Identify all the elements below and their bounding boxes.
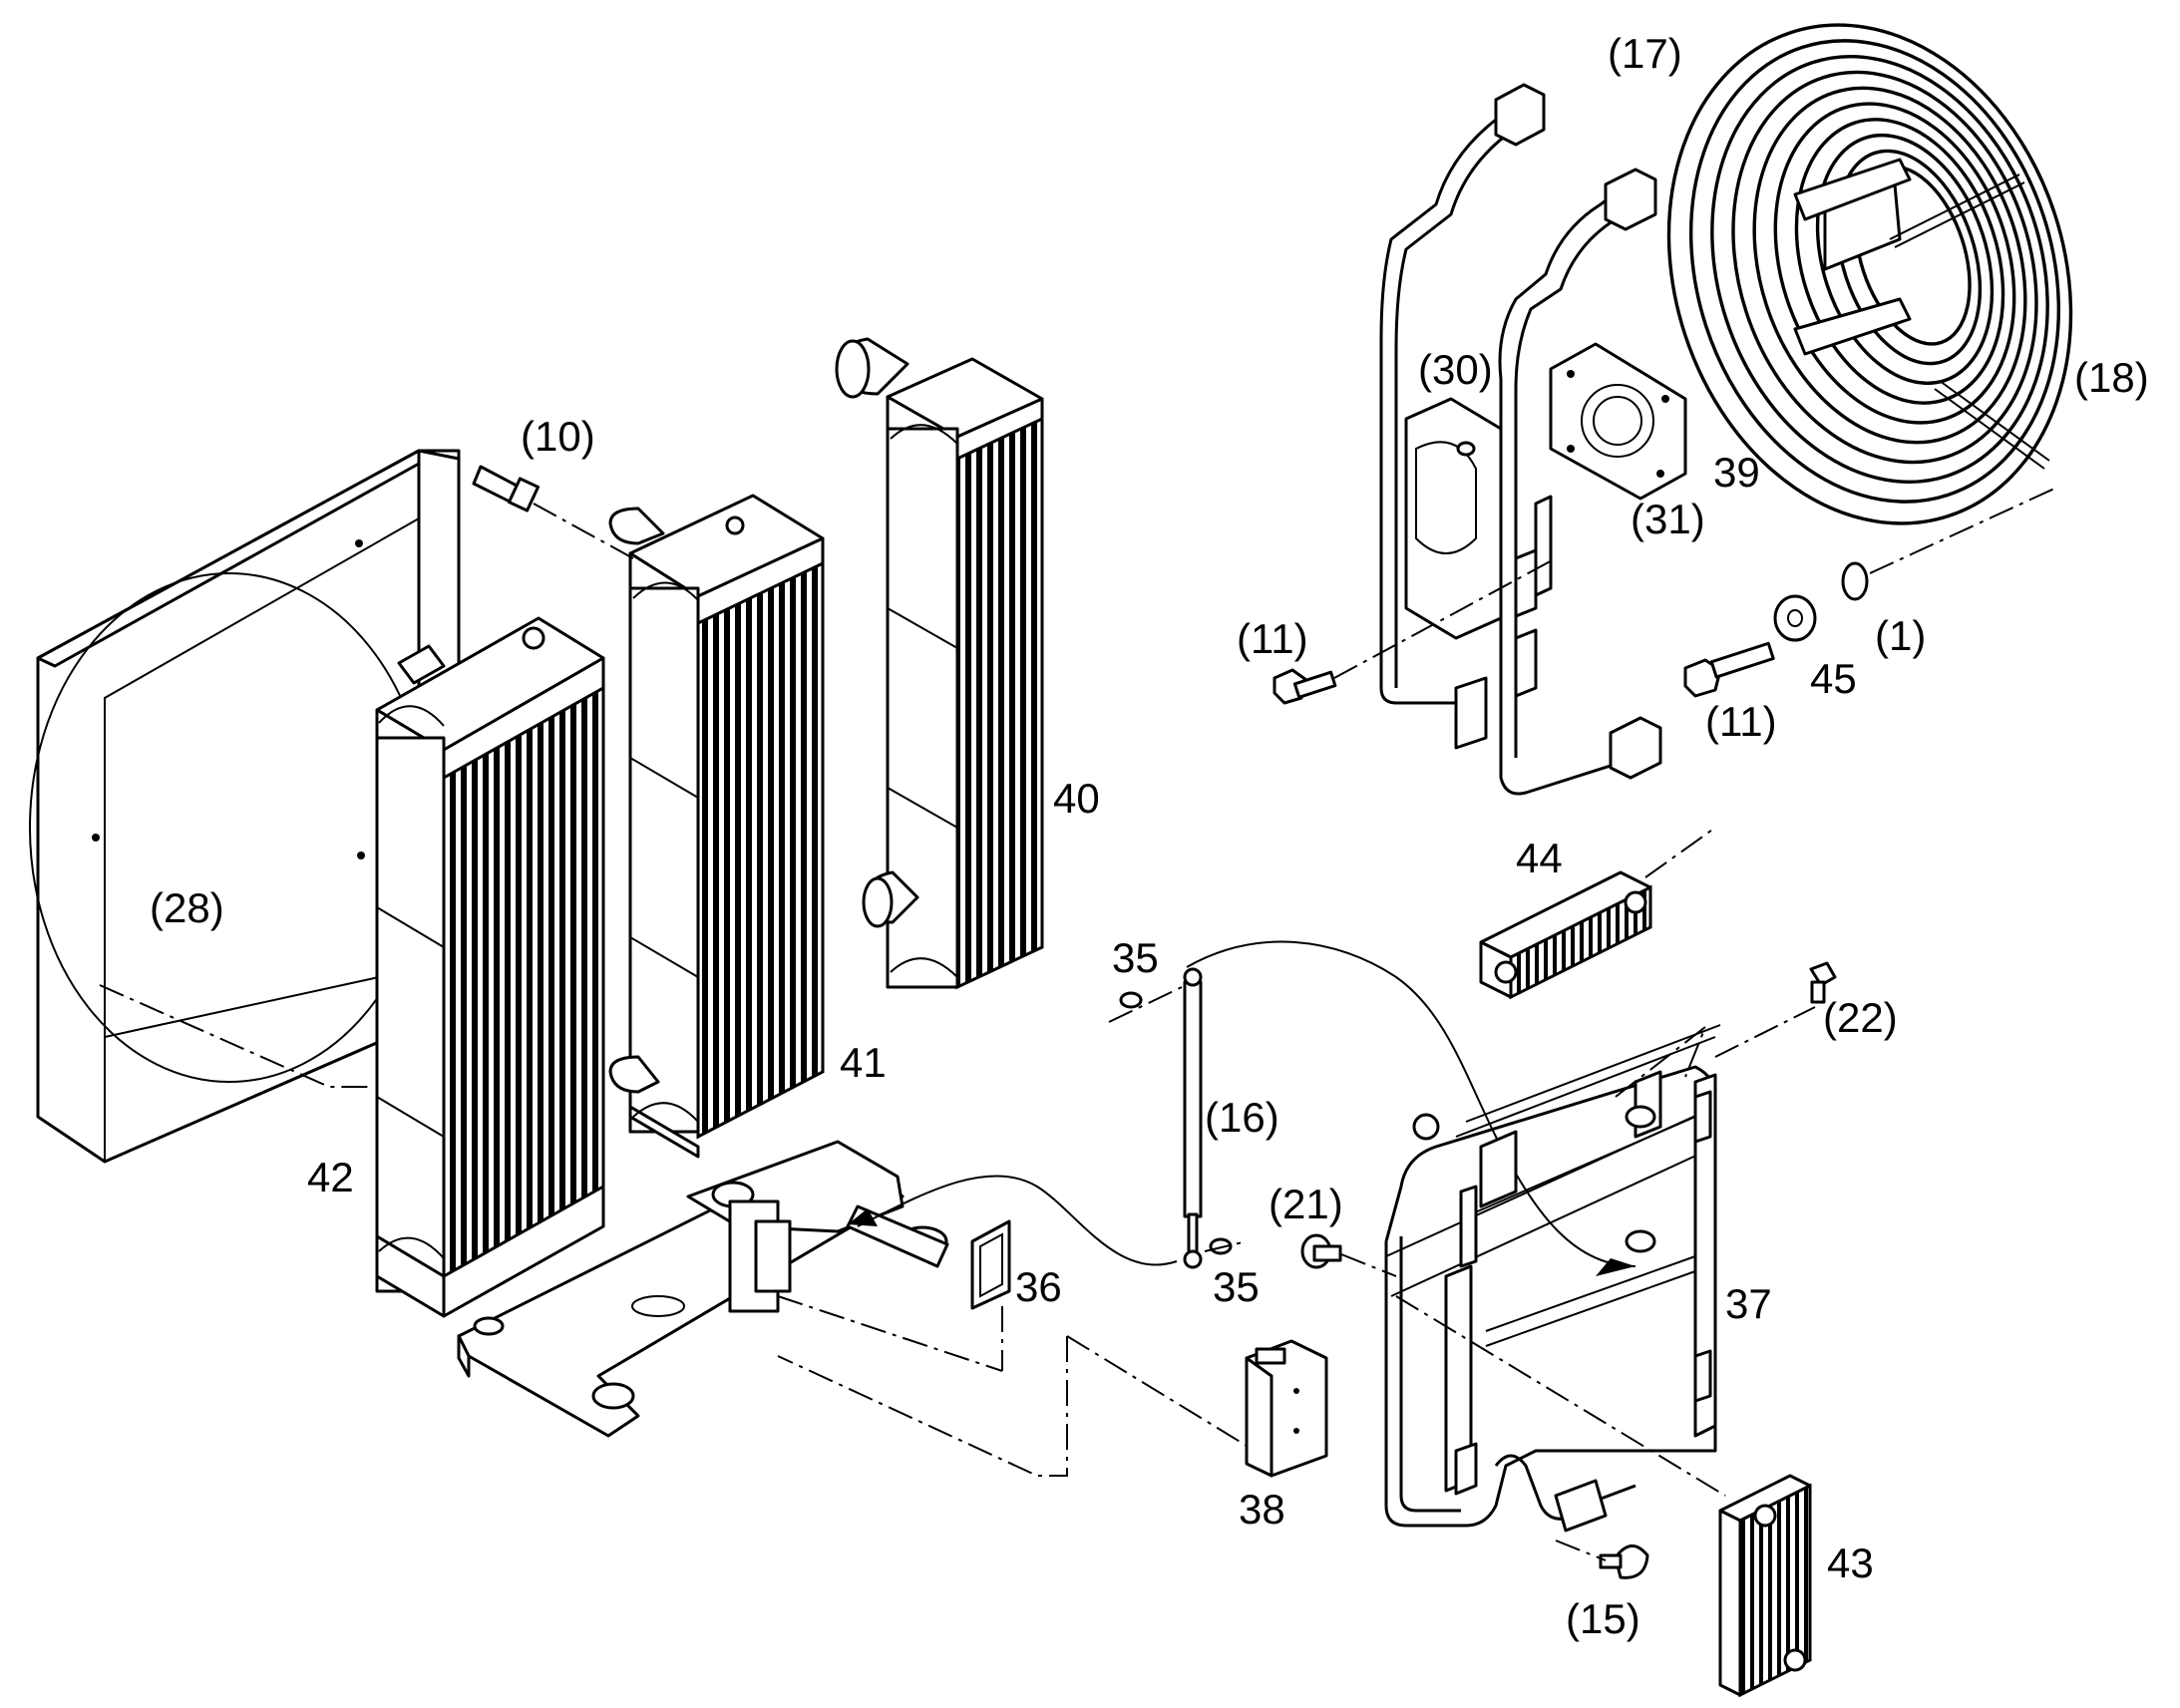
callout-11-left: (11) xyxy=(1237,615,1308,662)
bolt-11-left xyxy=(1272,557,1557,705)
callout-21: (21) xyxy=(1269,1181,1343,1227)
flange-plate-39 xyxy=(1549,342,1687,501)
callout-45: 45 xyxy=(1810,655,1857,702)
callout-18: (18) xyxy=(2074,354,2149,401)
callout-22: (22) xyxy=(1823,994,1898,1041)
fan-guard xyxy=(1666,23,2073,525)
callout-16: (16) xyxy=(1205,1094,1279,1141)
knob-15 xyxy=(1555,1539,1649,1579)
oil-cooler-44 xyxy=(1479,827,1716,1000)
fitting-10 xyxy=(472,465,634,559)
callout-1: (1) xyxy=(1875,612,1926,659)
callout-35-top: 35 xyxy=(1112,934,1159,981)
washer-45 xyxy=(1773,594,1817,642)
callout-40: 40 xyxy=(1053,775,1100,822)
washer-1 xyxy=(1841,488,2055,601)
callout-28: (28) xyxy=(150,884,224,931)
plate-36 xyxy=(777,1219,1011,1372)
callout-17: (17) xyxy=(1608,30,1682,77)
callout-43: 43 xyxy=(1827,1539,1874,1586)
callout-37: 37 xyxy=(1725,1280,1772,1327)
callout-30: (30) xyxy=(1418,346,1493,393)
charge-air-cooler-41 xyxy=(608,494,825,1159)
callout-42: 42 xyxy=(307,1154,354,1200)
callout-11-right: (11) xyxy=(1705,698,1777,745)
callout-35-bottom: 35 xyxy=(1213,1263,1260,1310)
hose-line-lower xyxy=(857,1175,1178,1266)
callout-31: (31) xyxy=(1631,496,1705,542)
callout-15: (15) xyxy=(1566,1595,1640,1642)
swing-frame-37 xyxy=(1384,1006,1816,1533)
cooler-core-40 xyxy=(835,337,1044,990)
hose-line xyxy=(1186,940,1636,1267)
callout-41: 41 xyxy=(840,1039,887,1086)
radiator-core-42 xyxy=(375,616,605,1318)
bolt-22 xyxy=(1809,961,1837,1004)
hose-arrow xyxy=(1596,1258,1635,1276)
gas-strut-16 xyxy=(1108,967,1248,1269)
callout-38: 38 xyxy=(1239,1486,1285,1533)
bracket-38 xyxy=(777,1335,1328,1478)
fan-shroud xyxy=(29,449,461,1164)
bolt-21 xyxy=(1300,1233,1397,1277)
oil-cooler-43 xyxy=(1718,1474,1812,1698)
support-tubes-30 xyxy=(1379,83,1662,796)
bottom-mounting-frame xyxy=(457,1140,949,1438)
callout-36: 36 xyxy=(1015,1263,1062,1310)
callout-39: 39 xyxy=(1713,449,1760,496)
callout-10: (10) xyxy=(521,413,595,460)
bolt-11-right xyxy=(1683,641,1775,698)
callout-44: 44 xyxy=(1516,835,1563,881)
leader-28 xyxy=(99,984,374,1088)
